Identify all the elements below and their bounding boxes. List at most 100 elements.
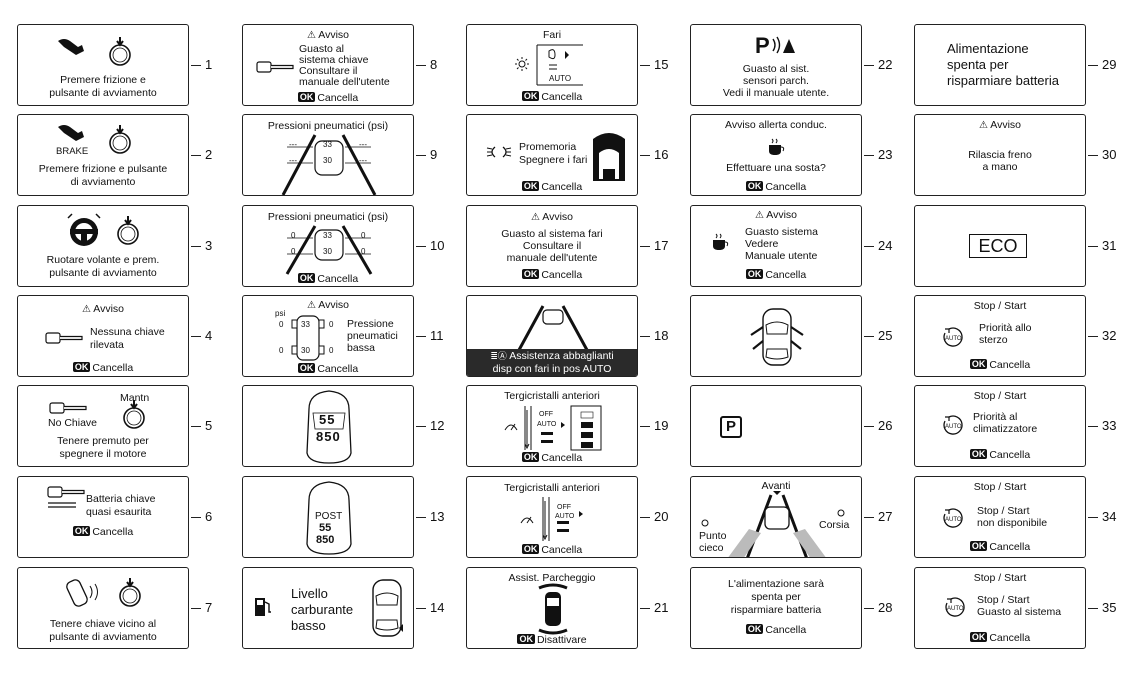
- p6-line1: Batteria chiave: [86, 493, 156, 505]
- p29-line3: risparmiare batteria: [947, 73, 1059, 88]
- callout-leader: [191, 155, 201, 156]
- callout-number-23: 23: [878, 147, 893, 162]
- p5-nokey: No Chiave: [48, 417, 98, 429]
- coffee-cup-icon: [713, 233, 729, 250]
- fuel-pump-icon: [255, 598, 271, 616]
- callout-number-35: 35: [1102, 600, 1117, 615]
- key-icon: [49, 402, 87, 414]
- car-top-icon: [372, 579, 403, 637]
- p10-fl: 0: [291, 231, 296, 240]
- callout-number-6: 6: [205, 509, 213, 524]
- p24-title: Avviso: [766, 209, 798, 221]
- p16-line1: Promemoria: [519, 141, 577, 153]
- callout-number-14: 14: [430, 600, 445, 615]
- p3-line1: Ruotare volante e prem.: [46, 254, 160, 266]
- callout-leader: [1088, 608, 1098, 609]
- coffee-cup-icon: [769, 138, 785, 155]
- callout-number-1: 1: [205, 57, 213, 72]
- p4-line1: Nessuna chiave: [90, 326, 165, 338]
- wiper-icon: [520, 516, 534, 524]
- panel-17: ⚠ Avviso Guasto al sistema fari Consulta…: [466, 205, 638, 287]
- p18-line2: disp con fari in pos AUTO: [492, 362, 612, 375]
- p9-title: Pressioni pneumatici (psi): [267, 120, 389, 132]
- callout-leader: [1088, 517, 1098, 518]
- p9-rr: ---: [359, 156, 367, 165]
- p13-post: POST: [315, 511, 343, 522]
- p10-rl: 0: [291, 247, 296, 256]
- panel-23: Avviso allerta conduc. Effettuare una so…: [690, 114, 862, 196]
- p34-line1: Stop / Start: [977, 505, 1030, 517]
- p23-line1: Effettuare una sosta?: [726, 162, 826, 174]
- panel-25: [690, 295, 862, 377]
- key-near-button-icon: [66, 577, 141, 607]
- p15-title: Fari: [542, 29, 562, 41]
- wiper-selector-icon: [542, 497, 583, 541]
- callout-leader: [864, 608, 874, 609]
- p17-line2: Consultare il: [522, 240, 582, 252]
- tire-pressure-car-icon: [281, 134, 377, 195]
- p11-v5: 0: [329, 346, 334, 355]
- panel-31: ECO: [914, 205, 1086, 287]
- parking-light-icon: [486, 146, 512, 158]
- p19-auto: AUTO: [537, 421, 557, 428]
- auto-label: AUTO: [945, 424, 962, 430]
- auto-label: AUTO: [945, 517, 962, 523]
- road-car-icon: [517, 305, 589, 351]
- callout-leader: [416, 517, 426, 518]
- callout-number-21: 21: [654, 600, 669, 615]
- steering-wheel-icon: [67, 213, 101, 246]
- p19-off: OFF: [539, 411, 553, 418]
- panel-2: BRAKE Premere frizione e pulsante di avv…: [17, 114, 189, 196]
- callout-leader: [191, 65, 201, 66]
- blind-spot-car-icon: [701, 491, 845, 557]
- key-icon: [256, 61, 294, 73]
- p11-line2: pneumatici: [347, 330, 398, 342]
- p30-line1: Rilascia freno: [968, 149, 1032, 161]
- p31-label: ECO: [978, 236, 1018, 256]
- p11-v0: 0: [279, 320, 284, 329]
- callout-number-29: 29: [1102, 57, 1117, 72]
- p29-line2: spenta per: [947, 57, 1009, 72]
- p1-line1: Premere frizione e: [60, 74, 146, 86]
- p20-off: OFF: [557, 504, 571, 511]
- p18-line1: Assistenza abbaglianti: [509, 350, 614, 362]
- panel-12: 55 850: [242, 385, 414, 467]
- p13-plate-top: 55: [319, 522, 332, 534]
- tire-pressure-car-icon: [285, 225, 373, 275]
- callout-number-7: 7: [205, 600, 213, 615]
- start-stop-button-icon: [109, 124, 131, 154]
- car-door-open-icon: [593, 133, 625, 181]
- callout-number-3: 3: [205, 238, 213, 253]
- callout-number-31: 31: [1102, 238, 1117, 253]
- callout-number-17: 17: [654, 238, 669, 253]
- callout-leader: [640, 155, 650, 156]
- warning-icon: ⚠: [306, 30, 316, 41]
- tire-pressure-car-icon: [291, 315, 325, 361]
- p27-front: Avanti: [761, 480, 791, 492]
- p5-line2: spegnere il motore: [59, 448, 147, 460]
- p9-mid: 30: [323, 156, 332, 165]
- start-stop-button-icon: [109, 36, 131, 66]
- p12-plate-top: 55: [319, 412, 336, 427]
- warning-icon: ⚠: [978, 120, 988, 131]
- p16-line2: Spegnere i fari: [519, 154, 588, 166]
- panel-11: ⚠ Avviso psi 0 33 0 0 30 0 Pressione pne…: [242, 295, 414, 377]
- p11-unit: psi: [275, 309, 286, 318]
- callout-leader: [191, 336, 201, 337]
- callout-number-12: 12: [430, 418, 445, 433]
- p9-rl: ---: [289, 156, 297, 165]
- p10-fr: 0: [361, 231, 366, 240]
- p10-title: Pressioni pneumatici (psi): [267, 211, 389, 223]
- p8-line3: Consultare il: [299, 65, 358, 77]
- p8-line4: manuale dell'utente: [299, 76, 390, 88]
- p8-line2: sistema chiave: [299, 54, 369, 66]
- callout-leader: [640, 426, 650, 427]
- p33-line1: Priorità al: [973, 411, 1018, 423]
- p17-line1: Guasto al sistema fari: [501, 228, 603, 240]
- callout-number-34: 34: [1102, 509, 1117, 524]
